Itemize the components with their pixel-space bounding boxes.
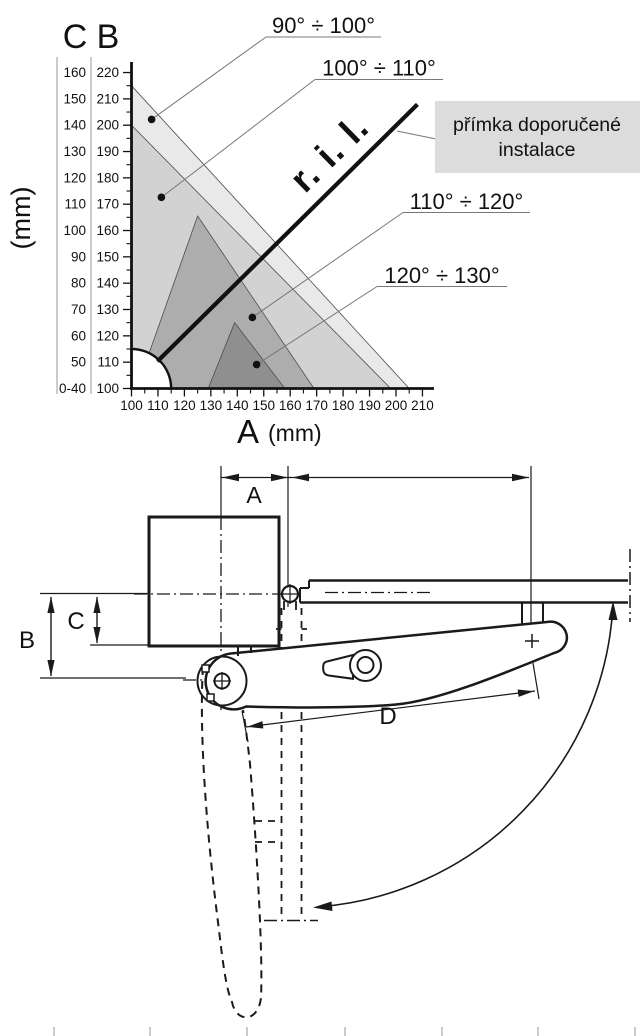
c-tick-label: 100 [63, 223, 86, 238]
swing-arc-arrow-top [608, 601, 618, 620]
b-tick-label: 140 [96, 276, 119, 291]
c-tick-label: 60 [71, 328, 86, 343]
dimension-c [90, 596, 150, 646]
hinge-bracket [283, 601, 297, 610]
c-tick-label: 130 [63, 144, 86, 159]
c-tick-label: 70 [71, 302, 86, 317]
callout-leader [256, 286, 378, 365]
a-tick-label: 190 [358, 398, 381, 413]
origin-cutout [131, 349, 172, 389]
note-box [435, 101, 640, 173]
callout-leader [151, 36, 267, 120]
b-tick-label: 100 [96, 381, 119, 396]
note-leader [396, 130, 437, 140]
callout-leader [252, 212, 404, 318]
dimension-d [241, 662, 540, 743]
callout-dot [157, 193, 166, 202]
dim-label-a: A [246, 482, 262, 508]
arm-outline [204, 620, 569, 711]
c-tick-label: 110 [64, 197, 86, 212]
a-tick-label: 180 [332, 398, 355, 413]
b-tick-label: 150 [96, 249, 119, 264]
gate-closed-dashed [255, 608, 307, 918]
arm-attach-cross [525, 634, 539, 648]
c-tick-label: 150 [63, 91, 86, 106]
callout-leader [161, 79, 316, 198]
c-tick-label: 160 [63, 65, 86, 80]
arm-closed-dashed [200, 666, 263, 1019]
b-tick-label: 180 [96, 170, 119, 185]
callout-dot [147, 115, 156, 124]
a-tick-label: 110 [147, 398, 169, 413]
a-tick-label: 130 [200, 398, 223, 413]
a-tick-label: 200 [385, 398, 408, 413]
b-tick-label: 120 [96, 328, 119, 343]
c-tick-label: 0-40 [59, 381, 86, 396]
dimension-top [220, 466, 532, 632]
b-tick-label: 130 [96, 302, 119, 317]
dimension-b [40, 596, 207, 681]
b-tick-label: 190 [96, 144, 119, 159]
installation-range-chart: r. i. l.22016021015020014019013018012017… [6, 13, 640, 450]
callout-dot [252, 360, 261, 369]
note-text-line: instalace [499, 139, 576, 161]
arm-end-screw-2 [206, 693, 215, 702]
gate-bar-open [299, 579, 628, 604]
x-axis-unit: (mm) [268, 420, 322, 446]
a-tick-label: 170 [305, 398, 328, 413]
angle-range-label: 90° ÷ 100° [272, 13, 375, 38]
axes [130, 62, 434, 390]
b-tick-label: 110 [97, 355, 119, 370]
a-tick-label: 160 [279, 398, 302, 413]
c-tick-label: 80 [71, 276, 86, 291]
x-axis-label: A [237, 413, 259, 450]
a-tick-label: 100 [120, 398, 143, 413]
angle-range-label: 100° ÷ 110° [322, 56, 436, 81]
b-tick-label: 210 [96, 91, 119, 106]
actuator-arm [196, 620, 569, 711]
swing-arc-arrow-bottom [313, 901, 333, 911]
c-tick-label: 50 [71, 355, 86, 370]
c-axis-header: C [63, 18, 88, 56]
pillar-bracket [237, 646, 252, 656]
arm-pivot-boss [196, 655, 248, 707]
y-axis-unit: (mm) [6, 187, 36, 250]
dim-label-b: B [19, 627, 35, 654]
arm-slot-keyhole [322, 649, 382, 682]
note-text-line: přímka doporučené [453, 114, 621, 136]
a-tick-label: 140 [226, 398, 249, 413]
dim-label-c: C [67, 608, 84, 635]
b-axis-header: B [97, 18, 120, 56]
hinge-axis-symbol [280, 584, 300, 604]
b-tick-label: 220 [96, 65, 119, 80]
b-tick-label: 160 [96, 223, 119, 238]
c-tick-label: 90 [71, 249, 86, 264]
b-tick-label: 200 [96, 118, 119, 133]
arm-bracket [521, 603, 544, 626]
a-tick-label: 120 [173, 398, 196, 413]
swing-arc [316, 604, 614, 908]
pivot-symbol [213, 672, 231, 690]
angle-range-label: 120° ÷ 130° [384, 263, 499, 288]
scale-separator-lines [56, 57, 92, 394]
b-tick-label: 170 [96, 197, 119, 212]
recommended-installation-line [155, 102, 419, 363]
c-tick-label: 140 [63, 118, 86, 133]
callout-dot [248, 313, 257, 322]
angle-range-label: 110° ÷ 120° [410, 189, 524, 214]
dim-label-d: D [379, 703, 396, 730]
arm-end-screw-1 [201, 664, 210, 673]
pillar [147, 515, 281, 648]
a-tick-label: 210 [411, 398, 434, 413]
c-tick-label: 120 [63, 170, 86, 185]
page-edge-ticks [53, 1027, 636, 1036]
a-tick-label: 150 [252, 398, 275, 413]
